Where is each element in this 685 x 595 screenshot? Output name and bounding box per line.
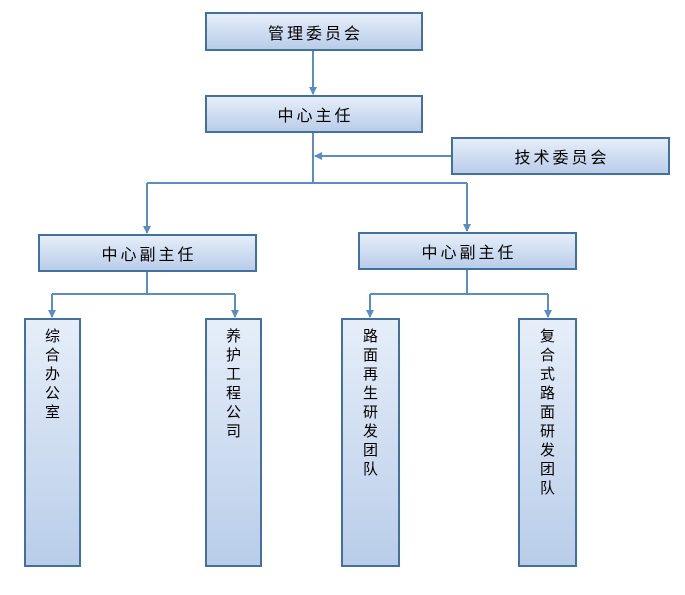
node-center-director: 中心主任 [205,95,423,133]
node-general-office: 综合办公室 [24,318,81,567]
node-label: 技术委员会 [514,148,610,167]
node-maintenance-company: 养护工程公司 [205,318,262,567]
node-label: 养护工程公司 [224,328,242,442]
node-label: 中心主任 [277,106,354,125]
node-label: 中心副主任 [101,245,197,264]
node-deputy-director-right: 中心副主任 [358,232,577,270]
node-label: 综合办公室 [43,328,61,423]
node-label: 管理委员会 [267,23,363,43]
node-deputy-director-left: 中心副主任 [38,234,257,272]
node-management-committee: 管理委员会 [205,12,423,51]
node-label: 复合式路面研发团队 [538,328,556,499]
node-label: 路面再生研发团队 [361,328,379,480]
node-pavement-recycling-team: 路面再生研发团队 [341,318,400,567]
node-technical-committee: 技术委员会 [451,137,670,175]
node-label: 中心副主任 [421,243,517,262]
node-composite-pavement-team: 复合式路面研发团队 [518,318,577,567]
